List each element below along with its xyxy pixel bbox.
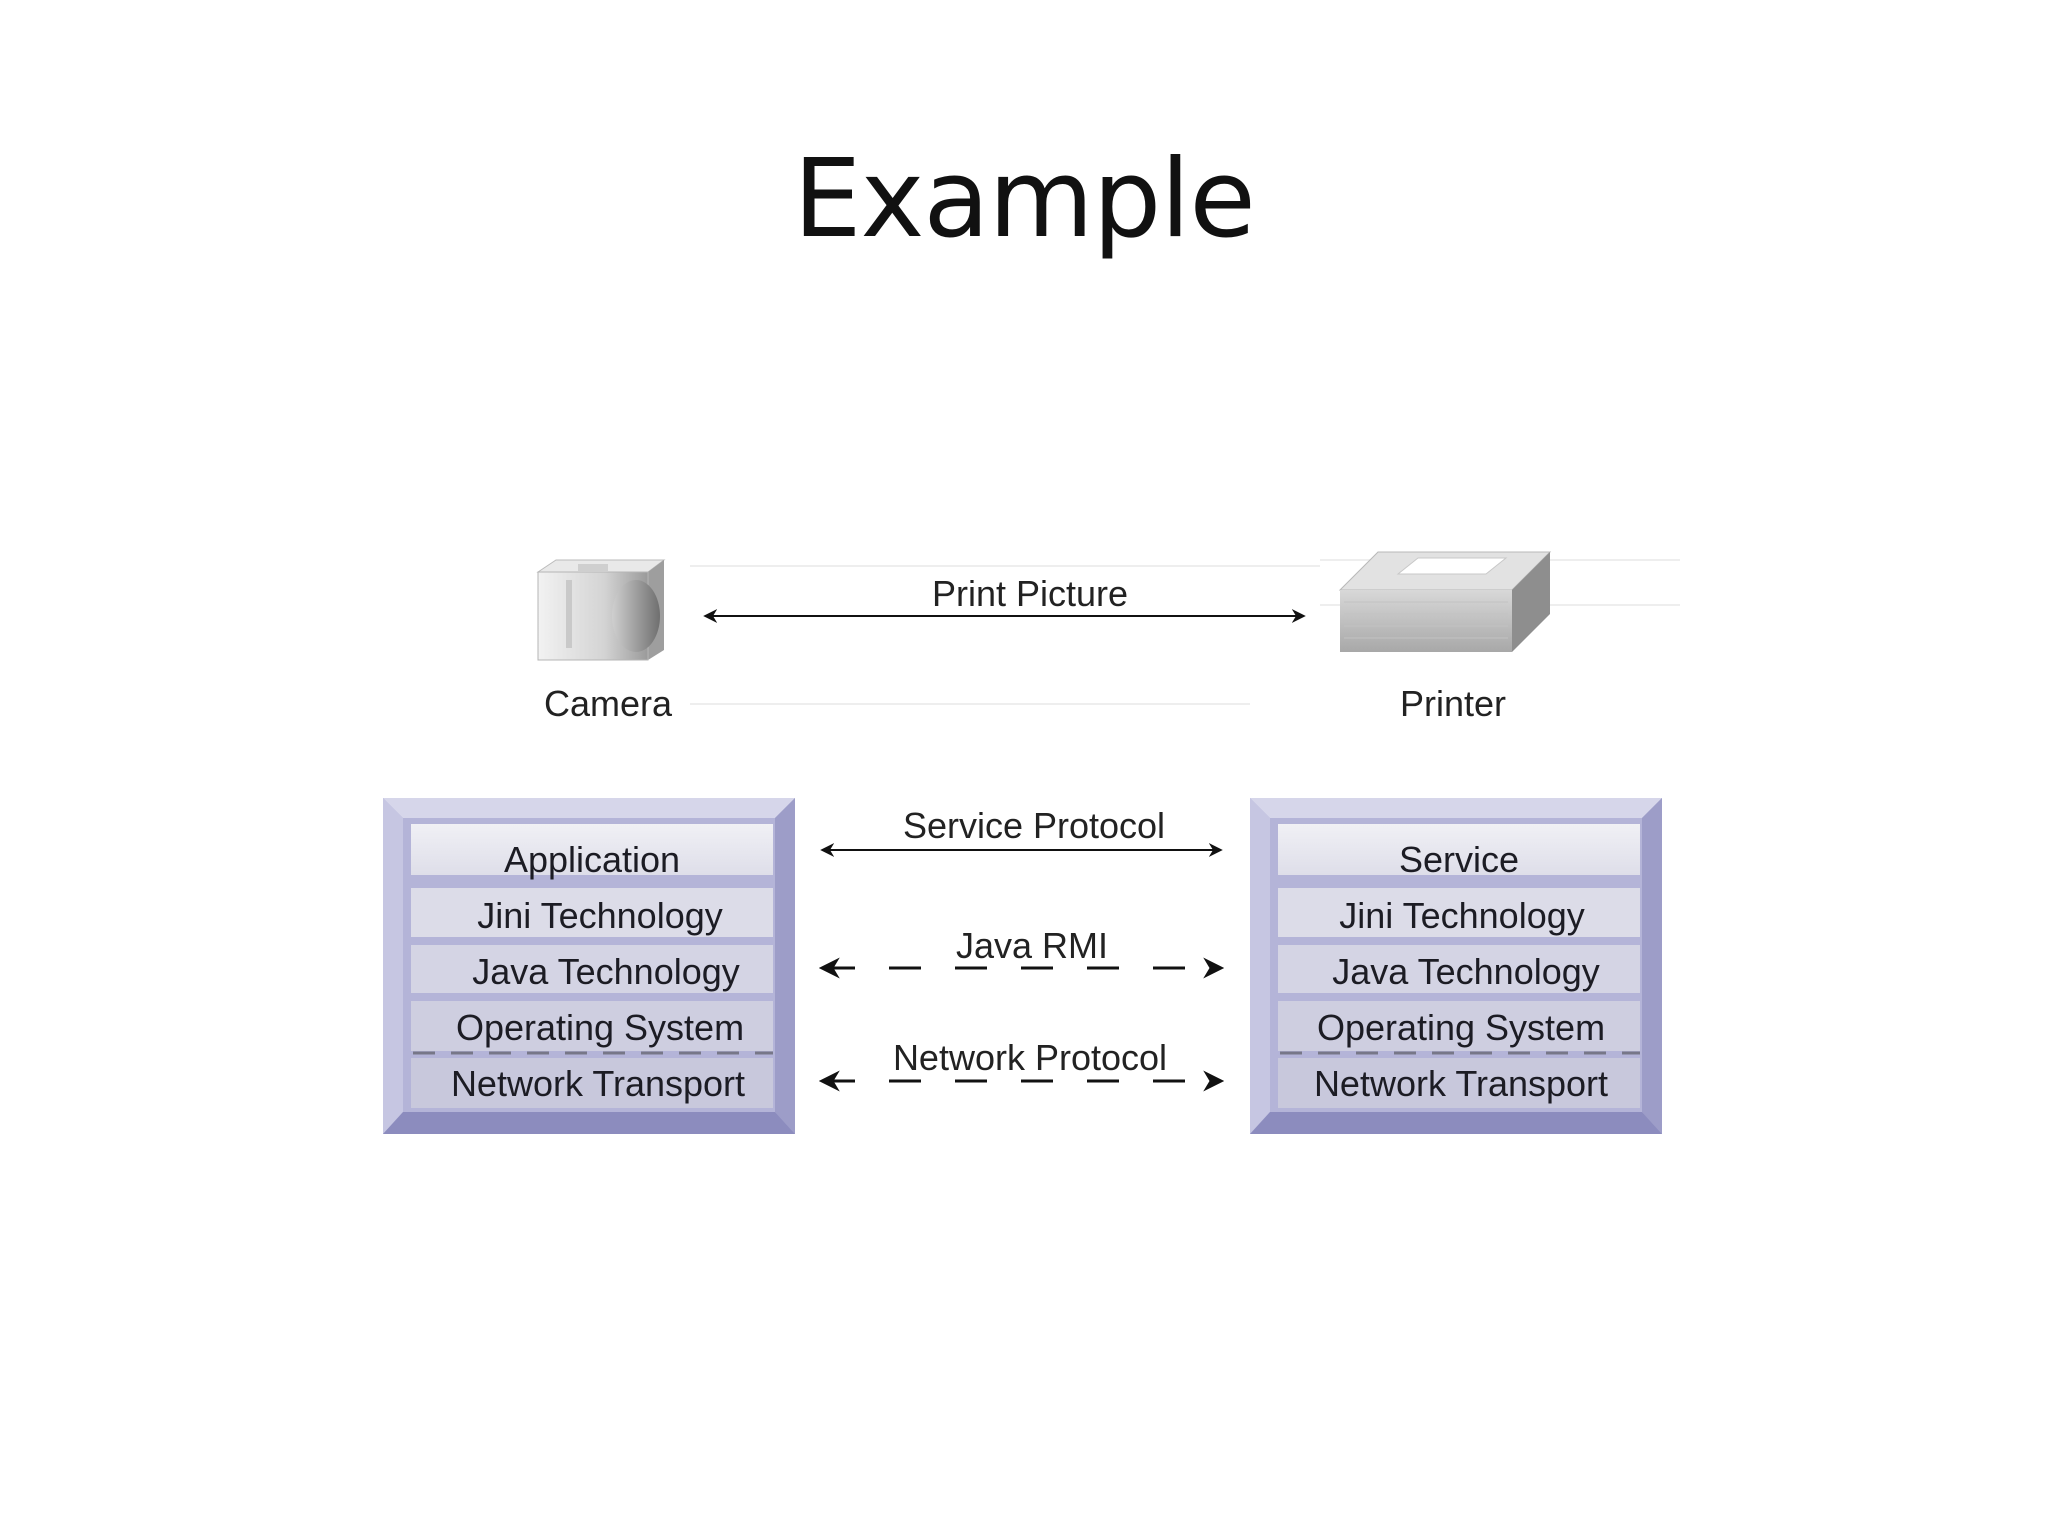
printer-stack: Service Jini Technology Java Technology …	[1250, 798, 1662, 1134]
printer-label: Printer	[1400, 683, 1506, 724]
printer-layer-label: Network Transport	[1314, 1063, 1608, 1104]
camera-icon	[536, 559, 666, 661]
slide-title: Example	[793, 137, 1256, 262]
printer-layer-java	[1278, 945, 1640, 993]
camera-layer-os	[411, 1001, 773, 1051]
print-picture-label: Print Picture	[932, 573, 1128, 614]
camera-layer-label: Jini Technology	[477, 895, 723, 936]
printer-layer-os	[1278, 1001, 1640, 1051]
camera-layer-label: Operating System	[456, 1007, 744, 1048]
camera-label: Camera	[544, 683, 673, 724]
camera-layer-java	[411, 945, 773, 993]
camera-layer-label: Application	[504, 839, 680, 880]
java-rmi-label: Java RMI	[956, 925, 1108, 966]
camera-layer-network	[411, 1058, 773, 1108]
printer-icon	[1338, 551, 1552, 652]
service-protocol-label: Service Protocol	[903, 805, 1165, 846]
camera-layer-label: Java Technology	[472, 951, 740, 992]
printer-layer-label: Service	[1399, 839, 1519, 880]
camera-stack: Application Jini Technology Java Technol…	[383, 798, 795, 1134]
printer-layer-label: Jini Technology	[1339, 895, 1585, 936]
printer-layer-service	[1278, 824, 1640, 875]
printer-layer-label: Operating System	[1317, 1007, 1605, 1048]
camera-layer-application	[411, 824, 773, 875]
printer-layer-jini	[1278, 888, 1640, 937]
camera-layer-label: Network Transport	[451, 1063, 745, 1104]
camera-layer-jini	[411, 888, 773, 937]
network-protocol-label: Network Protocol	[893, 1037, 1167, 1078]
printer-layer-network	[1278, 1058, 1640, 1108]
printer-layer-label: Java Technology	[1332, 951, 1600, 992]
